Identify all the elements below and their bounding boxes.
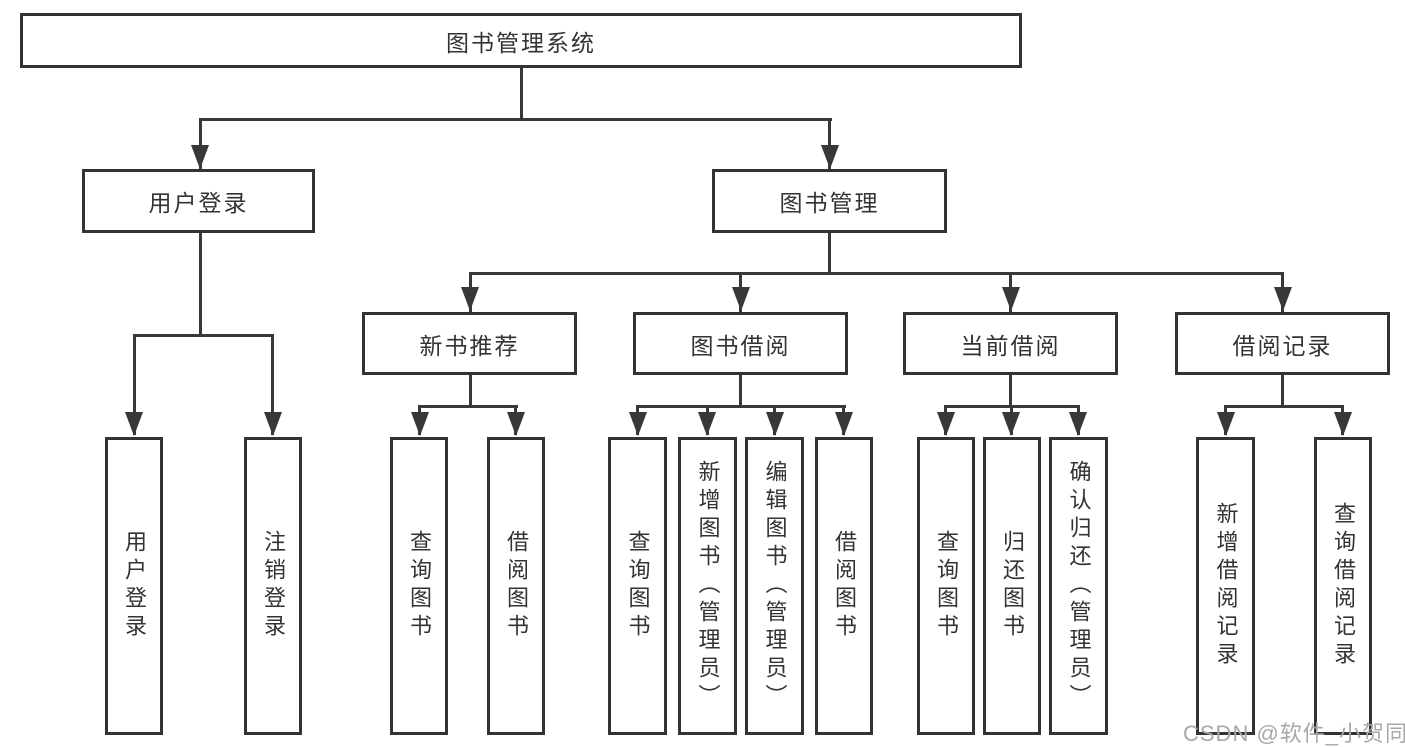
leaf-borrow-add-books-admin: 新增图书（管理员） (678, 437, 737, 735)
node-book-borrow-label: 图书借阅 (690, 332, 791, 359)
leaf-recommend-borrow-books: 借阅图书 (487, 437, 545, 735)
arrow-down-icon (125, 412, 143, 436)
node-book-management: 图书管理 (712, 169, 947, 233)
connector-borrow-stem (739, 373, 742, 407)
arrow-down-icon (629, 412, 647, 436)
connector-login-stem (199, 233, 202, 336)
arrow-down-icon (1002, 412, 1020, 436)
arrow-down-icon (766, 412, 784, 436)
arrow-down-icon (461, 287, 479, 311)
arrow-down-icon (937, 412, 955, 436)
arrow-down-icon (1274, 287, 1292, 311)
leaf-borrow-query-books-label: 查询图书 (625, 530, 651, 642)
node-book-borrow: 图书借阅 (633, 312, 848, 375)
leaf-borrow-add-books-admin-label: 新增图书（管理员） (695, 460, 721, 712)
leaf-current-return-books-label: 归还图书 (1000, 530, 1025, 642)
leaf-user-login-label: 用户登录 (122, 530, 147, 642)
connector-root-stem (520, 68, 523, 120)
connector-login-bar (133, 334, 273, 337)
arrow-down-icon (264, 412, 282, 436)
leaf-records-add-record-label: 新增借阅记录 (1213, 502, 1239, 670)
leaf-current-confirm-return-admin-label: 确认归还（管理员） (1066, 460, 1092, 712)
arrow-down-icon (1002, 287, 1020, 311)
connector-root-bar (199, 118, 832, 121)
node-borrow-records-label: 借阅记录 (1232, 332, 1333, 359)
node-root: 图书管理系统 (20, 13, 1022, 68)
leaf-recommend-borrow-books-label: 借阅图书 (504, 530, 529, 642)
arrow-down-icon (191, 145, 209, 169)
arrow-down-icon (411, 412, 429, 436)
connector-current-stem (1009, 373, 1012, 407)
leaf-records-add-record: 新增借阅记录 (1196, 437, 1255, 735)
node-user-login: 用户登录 (82, 169, 315, 233)
csdn-watermark: CSDN @软件_小贺同学 (1183, 721, 1405, 746)
leaf-borrow-query-books: 查询图书 (608, 437, 667, 735)
leaf-borrow-edit-books-admin: 编辑图书（管理员） (745, 437, 804, 735)
connector-management-stem (828, 233, 831, 274)
leaf-records-query-record-label: 查询借阅记录 (1331, 502, 1356, 670)
leaf-recommend-query-books: 查询图书 (390, 437, 448, 735)
leaf-borrow-borrow-books: 借阅图书 (815, 437, 873, 735)
connector-drop-management (828, 118, 831, 170)
connector-recommend-bar (418, 405, 518, 408)
leaf-user-login: 用户登录 (105, 437, 163, 735)
connector-records-stem (1281, 373, 1284, 407)
connector-records-bar (1224, 405, 1344, 408)
node-current-borrow-label: 当前借阅 (960, 332, 1061, 359)
arrow-down-icon (507, 412, 525, 436)
leaf-current-query-books-label: 查询图书 (934, 530, 959, 642)
node-root-label: 图书管理系统 (446, 29, 596, 56)
node-borrow-records: 借阅记录 (1175, 312, 1390, 375)
connector-drop-leaf (133, 334, 136, 435)
leaf-current-return-books: 归还图书 (983, 437, 1041, 735)
arrow-down-icon (732, 287, 750, 311)
arrow-down-icon (821, 145, 839, 169)
leaf-borrow-edit-books-admin-label: 编辑图书（管理员） (762, 460, 788, 712)
node-user-login-label: 用户登录 (148, 190, 249, 216)
leaf-logout: 注销登录 (244, 437, 302, 735)
leaf-logout-label: 注销登录 (261, 530, 286, 642)
arrow-down-icon (1334, 412, 1352, 436)
node-book-management-label: 图书管理 (779, 190, 880, 216)
arrow-down-icon (698, 412, 716, 436)
leaf-current-query-books: 查询图书 (917, 437, 975, 735)
node-new-book-recommend: 新书推荐 (362, 312, 577, 375)
connector-drop-login (199, 118, 202, 170)
arrow-down-icon (1217, 412, 1235, 436)
leaf-recommend-query-books-label: 查询图书 (407, 530, 432, 642)
arrow-down-icon (835, 412, 853, 436)
leaf-borrow-borrow-books-label: 借阅图书 (832, 530, 857, 642)
connector-recommend-stem (469, 373, 472, 407)
arrow-down-icon (1069, 412, 1087, 436)
node-current-borrow: 当前借阅 (903, 312, 1118, 375)
leaf-current-confirm-return-admin: 确认归还（管理员） (1049, 437, 1108, 735)
connector-drop-leaf (271, 334, 274, 435)
node-new-book-recommend-label: 新书推荐 (419, 332, 520, 359)
connector-management-bar (469, 272, 1284, 275)
connector-borrow-bar (636, 405, 846, 408)
leaf-records-query-record: 查询借阅记录 (1314, 437, 1372, 735)
